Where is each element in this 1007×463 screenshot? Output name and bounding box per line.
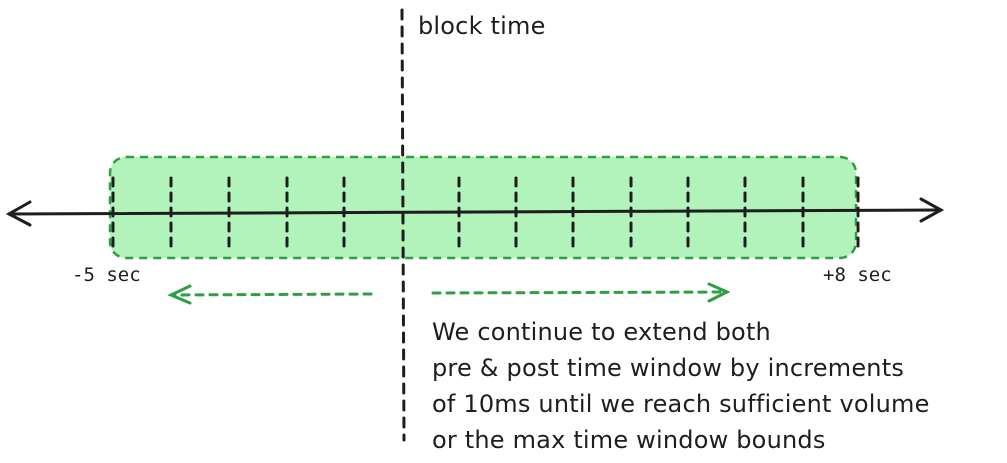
extend-right-arrow bbox=[431, 290, 729, 295]
note-line: We continue to extend both bbox=[432, 318, 771, 346]
time-window-region bbox=[108, 155, 858, 260]
extend-left-arrowhead bbox=[167, 284, 192, 305]
note-line: of 10ms until we reach sufficient volume bbox=[432, 390, 930, 418]
block-time-label: block time bbox=[418, 12, 546, 40]
pre-window-label: -5 sec bbox=[72, 264, 141, 286]
note-line: pre & post time window by increments bbox=[432, 354, 905, 382]
extend-right-arrowhead bbox=[707, 282, 731, 303]
explanation-note: We continue to extend both pre & post ti… bbox=[432, 314, 930, 458]
left-arrowhead bbox=[5, 200, 32, 227]
time-axis-line bbox=[7, 208, 943, 216]
extension-arrows bbox=[167, 282, 731, 305]
block-time-line bbox=[400, 8, 406, 442]
extend-left-arrow bbox=[170, 292, 373, 297]
post-window-label: +8 sec bbox=[823, 264, 892, 286]
right-arrowhead bbox=[919, 197, 945, 223]
time-axis bbox=[5, 197, 945, 227]
note-line: or the max time window bounds bbox=[432, 426, 826, 454]
